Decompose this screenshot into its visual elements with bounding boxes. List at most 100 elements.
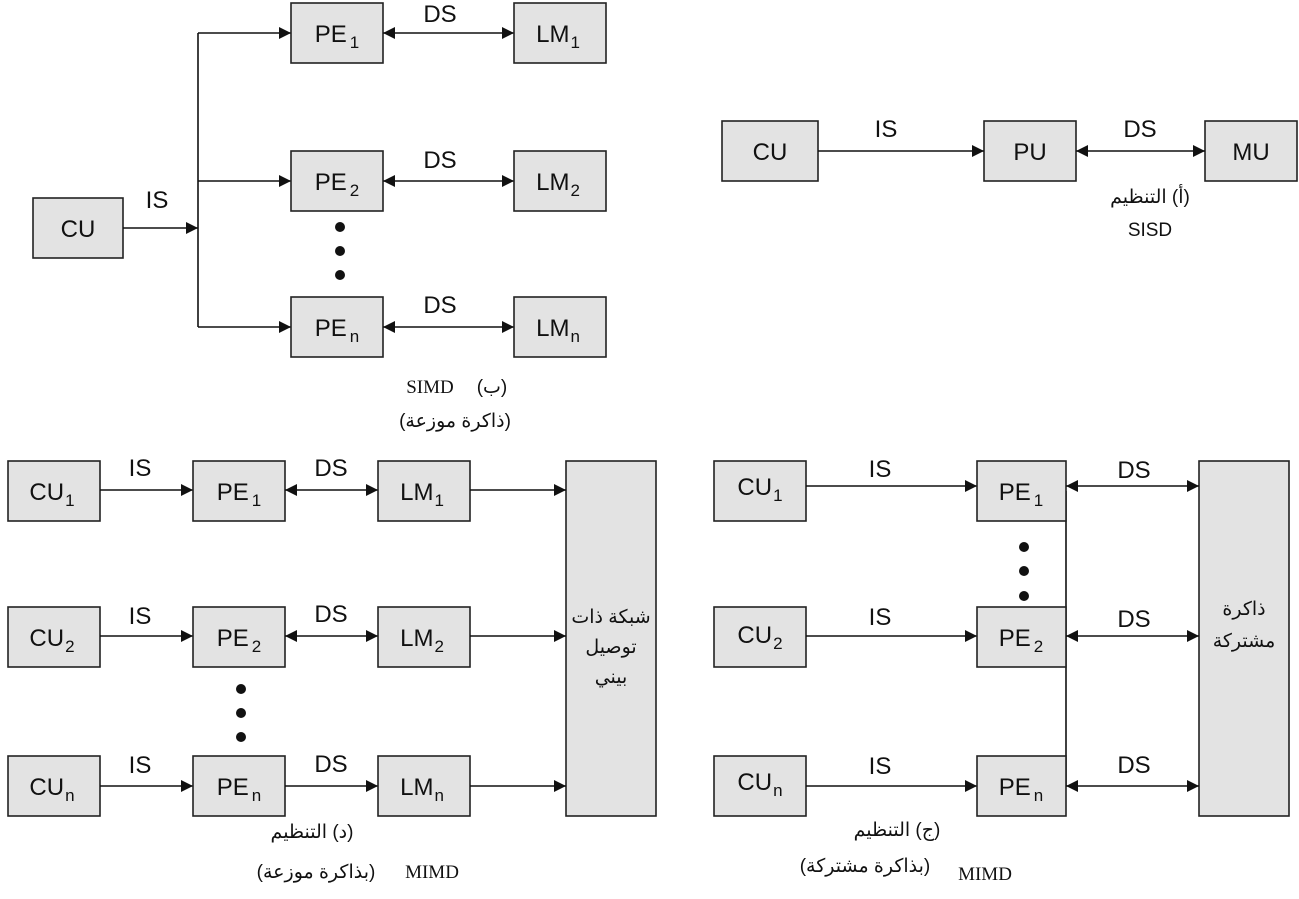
- lm-n-label: LMn: [536, 315, 580, 346]
- lm-2-box: [513, 150, 607, 212]
- ds-label-n: DS: [314, 751, 347, 778]
- ds-label-2: DS: [423, 147, 456, 174]
- lm-2-label: LM2: [536, 169, 580, 200]
- lm-n-label: LMn: [400, 774, 444, 805]
- pe-n-box: [290, 296, 384, 358]
- network-label-3: بيني: [595, 667, 628, 688]
- cu-box: [721, 120, 819, 182]
- caption-mimd: MIMD: [405, 862, 459, 883]
- ellipsis-dot: [335, 246, 345, 256]
- lm-n-box: [513, 296, 607, 358]
- lm-2-label: LM2: [400, 625, 444, 656]
- ellipsis-dot: [1019, 542, 1029, 552]
- memory-label-2: مشتركة: [1213, 631, 1276, 652]
- ds-label-1: DS: [314, 455, 347, 482]
- cu-1-label: CU1: [737, 474, 782, 505]
- ds-label-n: DS: [1117, 752, 1150, 779]
- cu-2-label: CU2: [737, 622, 782, 653]
- lm-1-label: LM1: [536, 21, 580, 52]
- ds-label-2: DS: [314, 601, 347, 628]
- pe-1-box: [976, 460, 1067, 522]
- caption-line-1: (د) التنظيم: [271, 822, 354, 843]
- cu-2-box: [7, 606, 101, 668]
- caption-line-1: (أ) التنظيم: [1110, 184, 1190, 208]
- lm-n-box: [377, 755, 471, 817]
- cu-n-label: CUn: [29, 774, 74, 805]
- caption-line-2: SISD: [1128, 220, 1172, 241]
- cu-2-label: CU2: [29, 625, 74, 656]
- lm-1-box: [377, 460, 471, 522]
- lm-2-box: [377, 606, 471, 668]
- caption-line-1: (ج) التنظيم: [854, 820, 941, 841]
- ellipsis-dot: [236, 732, 246, 742]
- ellipsis-dot: [335, 270, 345, 280]
- pe-2-box: [976, 606, 1067, 668]
- pe-n-box: [976, 755, 1067, 817]
- caption-line-2: (ذاكرة موزعة): [399, 411, 511, 432]
- mu-label: MU: [1232, 139, 1269, 166]
- cu-label: CU: [753, 139, 788, 166]
- cu-1-label: CU1: [29, 479, 74, 510]
- is-label-1: IS: [129, 455, 152, 482]
- cu-n-box: [7, 755, 101, 817]
- memory-label-1: ذاكرة: [1222, 599, 1265, 620]
- ds-label-1: DS: [423, 1, 456, 28]
- caption-paren: (ب): [477, 377, 508, 398]
- is-label-n: IS: [869, 753, 892, 780]
- caption-mimd: MIMD: [958, 864, 1012, 885]
- pe-n-box: [192, 755, 286, 817]
- is-label: IS: [146, 187, 169, 214]
- caption-paren: (بذاكرة موزعة): [257, 862, 376, 883]
- lm-1-box: [513, 2, 607, 64]
- ellipsis-dot: [236, 684, 246, 694]
- cu-n-label: CUn: [737, 769, 782, 800]
- cu-2-box: [713, 606, 807, 668]
- lm-1-label: LM1: [400, 479, 444, 510]
- caption-simd: SIMD: [406, 377, 454, 398]
- cu-1-box: [7, 460, 101, 522]
- cu-box: [32, 197, 124, 259]
- cu-1-box: [713, 460, 807, 522]
- cu-n-box: [713, 755, 807, 817]
- interconnect-network-box: [565, 460, 657, 817]
- ds-label-n: DS: [423, 292, 456, 319]
- pe-2-box: [192, 606, 286, 668]
- is-label: IS: [875, 116, 898, 143]
- ellipsis-dot: [236, 708, 246, 718]
- is-label-1: IS: [869, 456, 892, 483]
- cu-label: CU: [61, 216, 96, 243]
- pu-label: PU: [1013, 139, 1046, 166]
- ellipsis-dot: [1019, 591, 1029, 601]
- mu-box: [1204, 120, 1298, 182]
- shared-memory-box: [1198, 460, 1290, 817]
- is-label-2: IS: [869, 604, 892, 631]
- pe-1-box: [290, 2, 384, 64]
- network-label-1: شبكة ذات: [571, 607, 650, 628]
- pu-box: [983, 120, 1077, 182]
- is-label-n: IS: [129, 752, 152, 779]
- panel-a-sisd: CU PU MU IS DS (أ) التنظيم SISD: [721, 116, 1298, 241]
- pe-2-box: [290, 150, 384, 212]
- is-label-2: IS: [129, 603, 152, 630]
- ds-label-1: DS: [1117, 457, 1150, 484]
- ds-label: DS: [1123, 116, 1156, 143]
- ds-label-2: DS: [1117, 606, 1150, 633]
- pe-1-box: [192, 460, 286, 522]
- network-label-2: توصيل: [585, 637, 636, 658]
- ellipsis-dot: [1019, 566, 1029, 576]
- ellipsis-dot: [335, 222, 345, 232]
